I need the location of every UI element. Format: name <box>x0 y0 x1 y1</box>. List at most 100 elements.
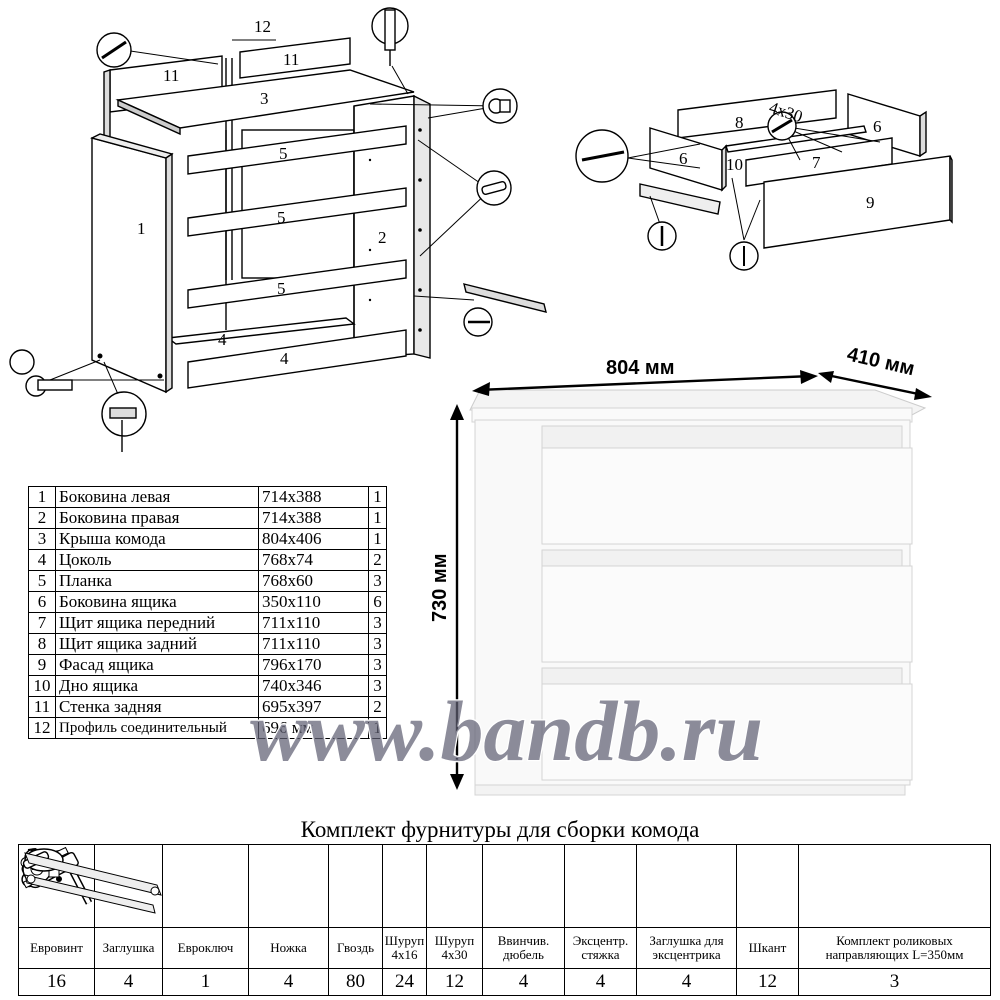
hardware-label: Ножка <box>248 927 329 969</box>
roller-rail-icon <box>23 851 162 914</box>
plinth-back <box>166 317 356 345</box>
part-num: 1 <box>28 486 56 508</box>
hardware-icons-row <box>18 844 991 928</box>
drawer-assembly <box>575 89 953 271</box>
part-num: 2 <box>28 507 56 529</box>
part-qty: 1 <box>368 507 387 529</box>
label-part-11-right: 11 <box>283 50 299 69</box>
hardware-count: 1 <box>162 968 249 996</box>
callout-cam-lock-icon <box>482 88 518 124</box>
part-name: Щит ящика передний <box>55 612 259 634</box>
label-drawer-9: 9 <box>866 193 875 212</box>
rail-1 <box>187 125 407 175</box>
label-part-5-low: 5 <box>277 279 286 298</box>
callout-slide-screw-icon <box>647 221 677 251</box>
part-qty: 3 <box>368 612 387 634</box>
part-qty: 2 <box>368 549 387 571</box>
part-name: Боковина ящика <box>55 591 259 613</box>
hardware-label: Заглушка <box>94 927 163 969</box>
label-part-3: 3 <box>260 89 269 108</box>
part-num: 9 <box>28 654 56 676</box>
part-size: 714x388 <box>258 486 369 508</box>
hardware-label: Евроключ <box>162 927 249 969</box>
part-qty: 6 <box>368 591 387 613</box>
part-qty: 3 <box>368 570 387 592</box>
callout-eurobolt-icon <box>9 349 73 397</box>
part-size: 796x170 <box>258 654 369 676</box>
label-part-4-back: 4 <box>218 330 227 349</box>
rail-2 <box>187 187 407 237</box>
label-drawer-8: 8 <box>735 113 744 132</box>
part-name: Цоколь <box>55 549 259 571</box>
dimension-width: 804 мм <box>606 357 675 379</box>
label-part-12: 12 <box>254 17 271 36</box>
dresser-render <box>469 389 927 796</box>
part-qty: 1 <box>368 486 387 508</box>
callout-screw-icon <box>96 32 132 68</box>
part-qty: 3 <box>368 675 387 697</box>
hardware-count: 4 <box>248 968 329 996</box>
hardware-label: Шуруп 4x30 <box>426 927 483 969</box>
part-size: 804x406 <box>258 528 369 550</box>
label-part-1: 1 <box>137 219 146 238</box>
hardware-label: Комплект роликовых направляющих L=350мм <box>798 927 991 969</box>
label-drawer-6-right: 6 <box>873 117 882 136</box>
part-qty: 3 <box>368 633 387 655</box>
hardware-label: Ввинчив. дюбель <box>482 927 565 969</box>
label-drawer-7: 7 <box>812 153 821 172</box>
part-num: 12 <box>28 717 56 739</box>
part-num: 10 <box>28 675 56 697</box>
hardware-count: 12 <box>736 968 799 996</box>
part-size: 711x110 <box>258 612 369 634</box>
part-size: 695x397 <box>258 696 369 718</box>
hardware-count: 16 <box>18 968 95 996</box>
part-name: Фасад ящика <box>55 654 259 676</box>
hardware-count: 4 <box>482 968 565 996</box>
callout-foot-icon <box>101 391 147 452</box>
hardware-count: 24 <box>382 968 427 996</box>
part-qty: 1 <box>368 717 387 739</box>
hardware-label: Шуруп 4x16 <box>382 927 427 969</box>
part-size: 696 мм <box>258 717 369 739</box>
label-part-5-top: 5 <box>279 144 288 163</box>
label-part-5-mid: 5 <box>277 208 286 227</box>
callout-wood-dowel-icon <box>476 170 512 206</box>
hardware-count: 4 <box>636 968 737 996</box>
label-part-4-front: 4 <box>280 349 289 368</box>
drawer-back-8 <box>677 89 837 139</box>
hardware-count: 4 <box>564 968 637 996</box>
part-qty: 1 <box>368 528 387 550</box>
part-name: Крыша комода <box>55 528 259 550</box>
part-num: 8 <box>28 633 56 655</box>
label-part-2: 2 <box>378 228 387 247</box>
part-size: 350x110 <box>258 591 369 613</box>
label-drawer-10: 10 <box>726 155 743 174</box>
hardware-label: Шкант <box>736 927 799 969</box>
hardware-count: 12 <box>426 968 483 996</box>
hardware-label: Заглушка для эксцентрика <box>636 927 737 969</box>
top-panel <box>115 69 415 136</box>
back-panel-right <box>239 37 351 79</box>
part-num: 3 <box>28 528 56 550</box>
hardware-label: Гвоздь <box>328 927 383 969</box>
hardware-count: 4 <box>94 968 163 996</box>
hardware-label: Евровинт <box>18 927 95 969</box>
part-num: 6 <box>28 591 56 613</box>
callout-rail-icon <box>463 283 547 337</box>
part-name: Дно ящика <box>55 675 259 697</box>
hardware-count: 3 <box>798 968 991 996</box>
part-size: 740x346 <box>258 675 369 697</box>
drawer-bottom-10 <box>725 125 867 153</box>
hardware-count: 80 <box>328 968 383 996</box>
callout-dowel-top-icon <box>371 7 409 66</box>
